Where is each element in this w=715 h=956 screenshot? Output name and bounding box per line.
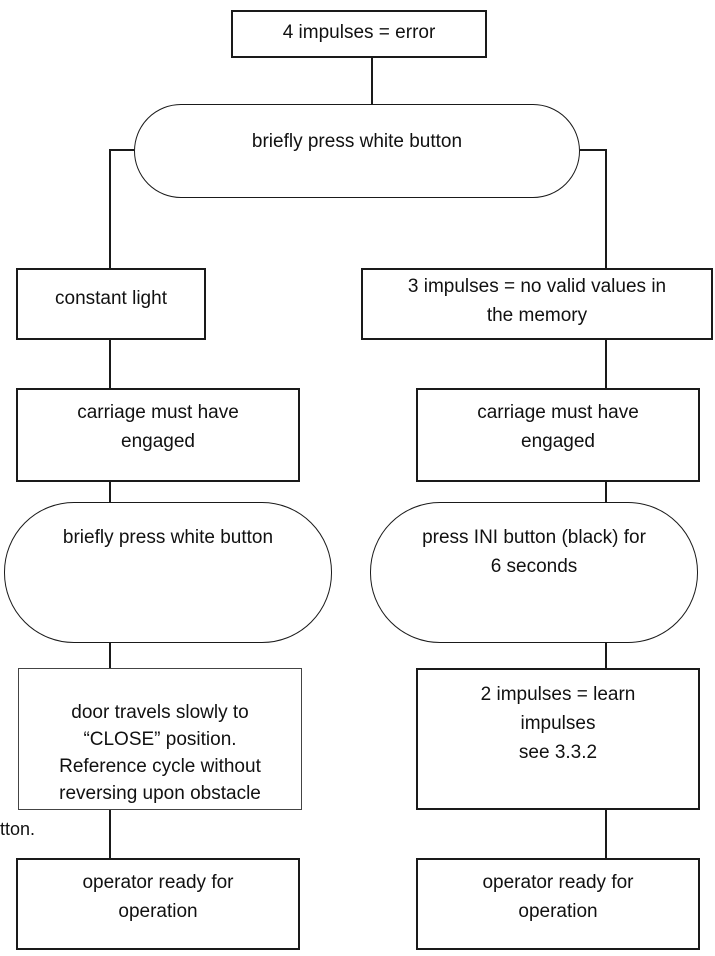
right-box-operator-ready: operator ready for operation bbox=[416, 858, 700, 950]
right-pill-press-ini: press INI button (black) for 6 seconds bbox=[370, 502, 698, 643]
right-pill-label: press INI button (black) for 6 seconds bbox=[422, 527, 646, 577]
left-box3-label: door travels slowly to “CLOSE” position.… bbox=[59, 702, 261, 804]
stray-text-fragment: tton. bbox=[0, 819, 36, 839]
right-box2-label: carriage must have engaged bbox=[477, 402, 639, 452]
left-box2-label: carriage must have engaged bbox=[77, 402, 239, 452]
top-pill-label: briefly press white button bbox=[251, 131, 463, 152]
right-box-3-impulses: 3 impulses = no valid values in the memo… bbox=[361, 268, 713, 340]
left-box-operator-ready: operator ready for operation bbox=[16, 858, 300, 950]
left-pill-press-button: briefly press white button bbox=[4, 502, 332, 643]
right-box1-label: 3 impulses = no valid values in the memo… bbox=[407, 276, 667, 326]
left-pill-label: briefly press white button bbox=[62, 527, 274, 548]
top-box-label: 4 impulses = error bbox=[282, 22, 436, 43]
right-box4-label: operator ready for operation bbox=[482, 872, 634, 922]
right-box-carriage: carriage must have engaged bbox=[416, 388, 700, 482]
left-box-door-travels: door travels slowly to “CLOSE” position.… bbox=[18, 668, 302, 810]
left-box-carriage: carriage must have engaged bbox=[16, 388, 300, 482]
top-box: 4 impulses = error bbox=[231, 10, 487, 58]
left-box1-label: constant light bbox=[55, 288, 167, 309]
left-box-constant-light: constant light bbox=[16, 268, 206, 340]
top-pill: briefly press white button bbox=[134, 104, 580, 198]
left-box4-label: operator ready for operation bbox=[82, 872, 234, 922]
right-box3-label: 2 impulses = learn impulses see 3.3.2 bbox=[480, 684, 636, 763]
right-box-2-impulses: 2 impulses = learn impulses see 3.3.2 bbox=[416, 668, 700, 810]
